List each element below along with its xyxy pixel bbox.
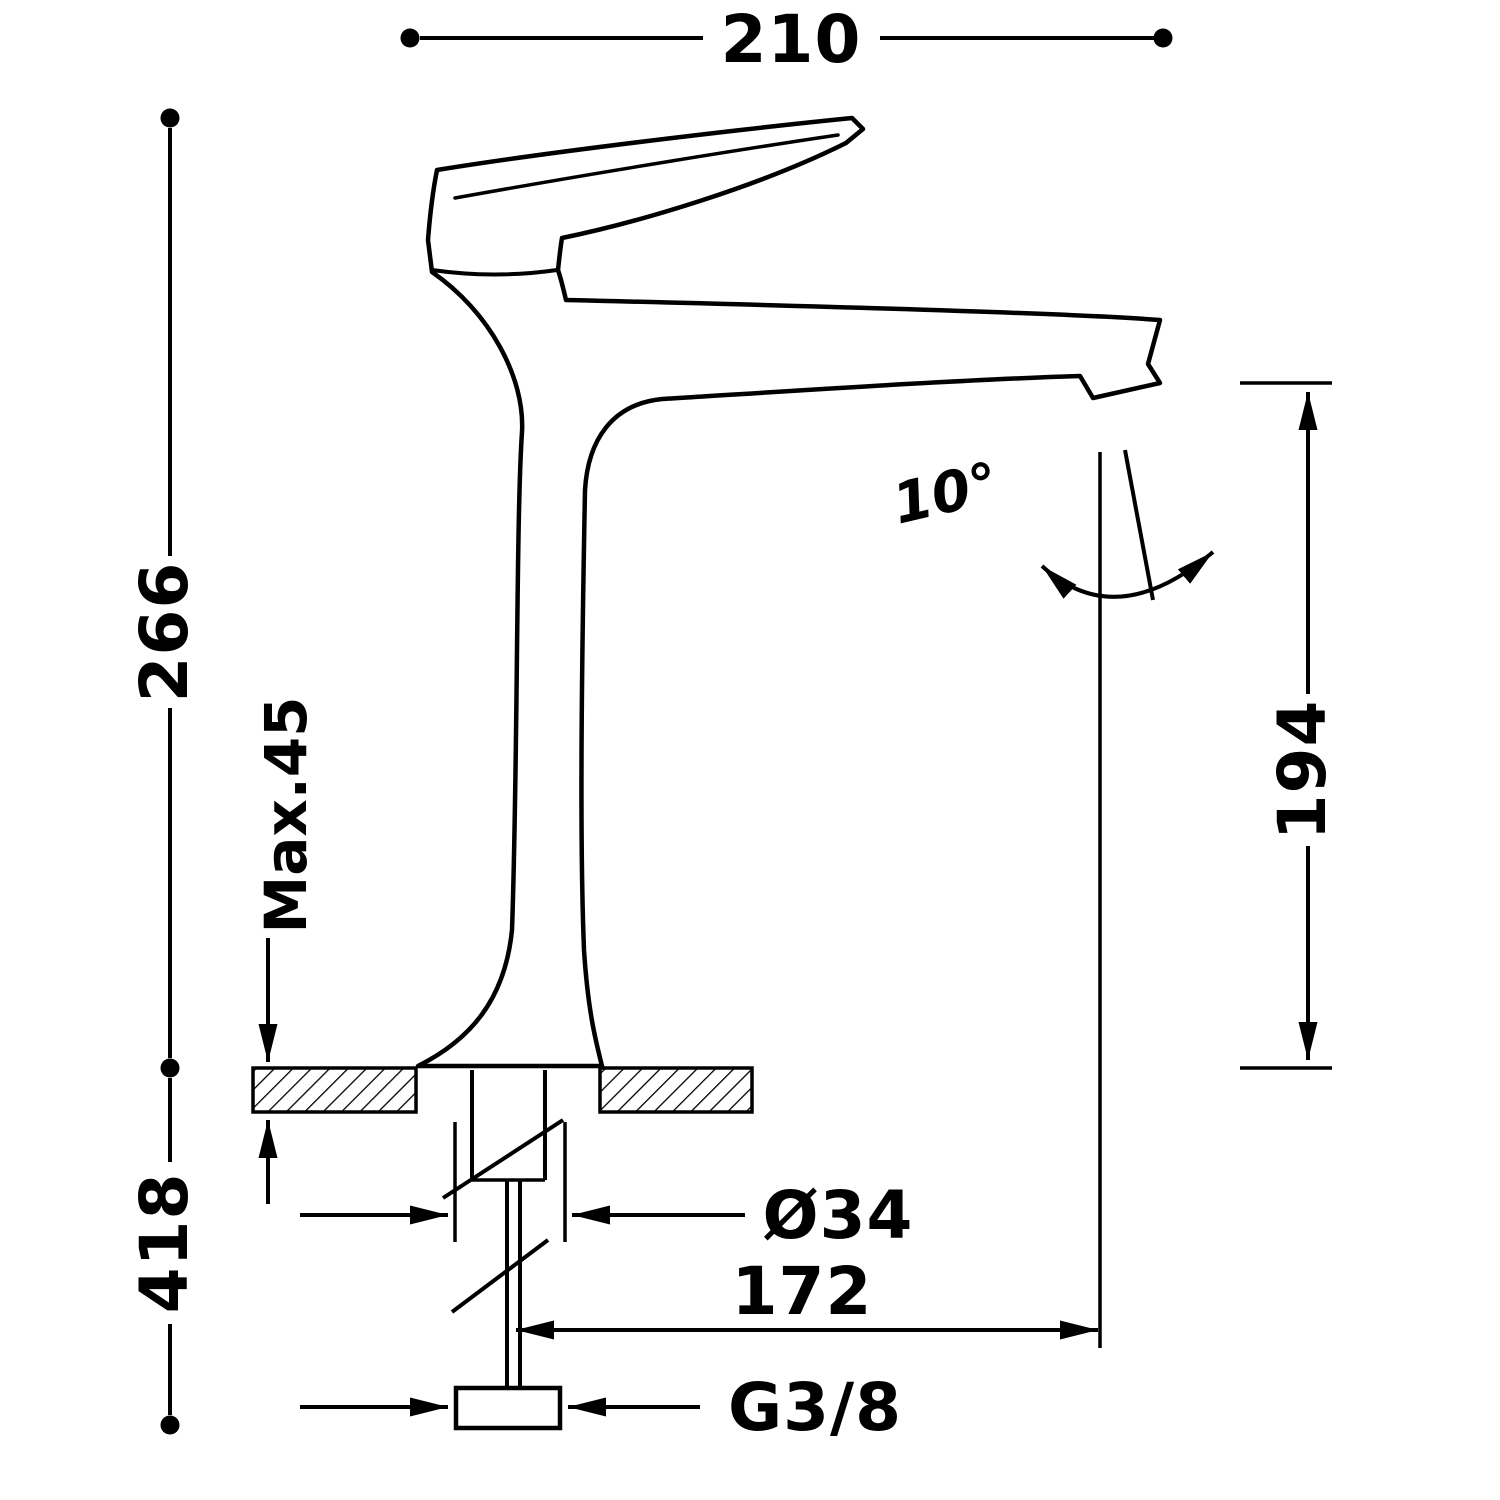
angle-annotation: 10°: [887, 449, 1215, 601]
angle-arc: [1040, 550, 1215, 599]
countertop-left-section: [251, 1066, 418, 1114]
angle-reference-line: [1123, 449, 1155, 601]
dim-spout-reach: 172: [516, 452, 1102, 1348]
spout-reach-label: 172: [732, 1253, 873, 1330]
faucet-silhouette: [415, 115, 1163, 1069]
dim-outlet-height: 194: [1240, 381, 1341, 1070]
dim-dot: [1153, 28, 1173, 48]
height-418-label: 418: [126, 1173, 203, 1314]
dim-height-266: 266: [126, 108, 203, 1078]
dim-height-418: 418: [126, 1078, 203, 1435]
dim-width-210: 210: [400, 1, 1173, 78]
dim-max45: Max.45: [252, 696, 320, 1204]
g38-connector: [453, 1385, 563, 1431]
handle-cap-joint-line: [430, 268, 559, 277]
dim-thread: G3/8: [300, 1369, 902, 1446]
pipe-break-line: [450, 1238, 550, 1314]
max45-label: Max.45: [252, 696, 320, 933]
outlet-height-label: 194: [1264, 700, 1341, 841]
dim-dot: [160, 1058, 180, 1078]
dim-dot: [160, 1415, 180, 1435]
thread-label: G3/8: [728, 1369, 902, 1446]
dim-hole-diameter: Ø34: [300, 1122, 914, 1254]
hole-diameter-label: Ø34: [763, 1177, 914, 1254]
dim-dot: [400, 28, 420, 48]
pipe-break-line: [441, 1118, 565, 1200]
supply-pipe: [441, 1070, 565, 1431]
dim-dot: [160, 108, 180, 128]
countertop: [251, 1066, 754, 1114]
handle-detail-line: [453, 133, 840, 200]
height-266-label: 266: [126, 562, 203, 703]
faucet: [415, 115, 1163, 1069]
width-210-label: 210: [721, 1, 862, 78]
countertop-right-section: [598, 1066, 754, 1114]
angle-label: 10°: [887, 450, 1005, 537]
